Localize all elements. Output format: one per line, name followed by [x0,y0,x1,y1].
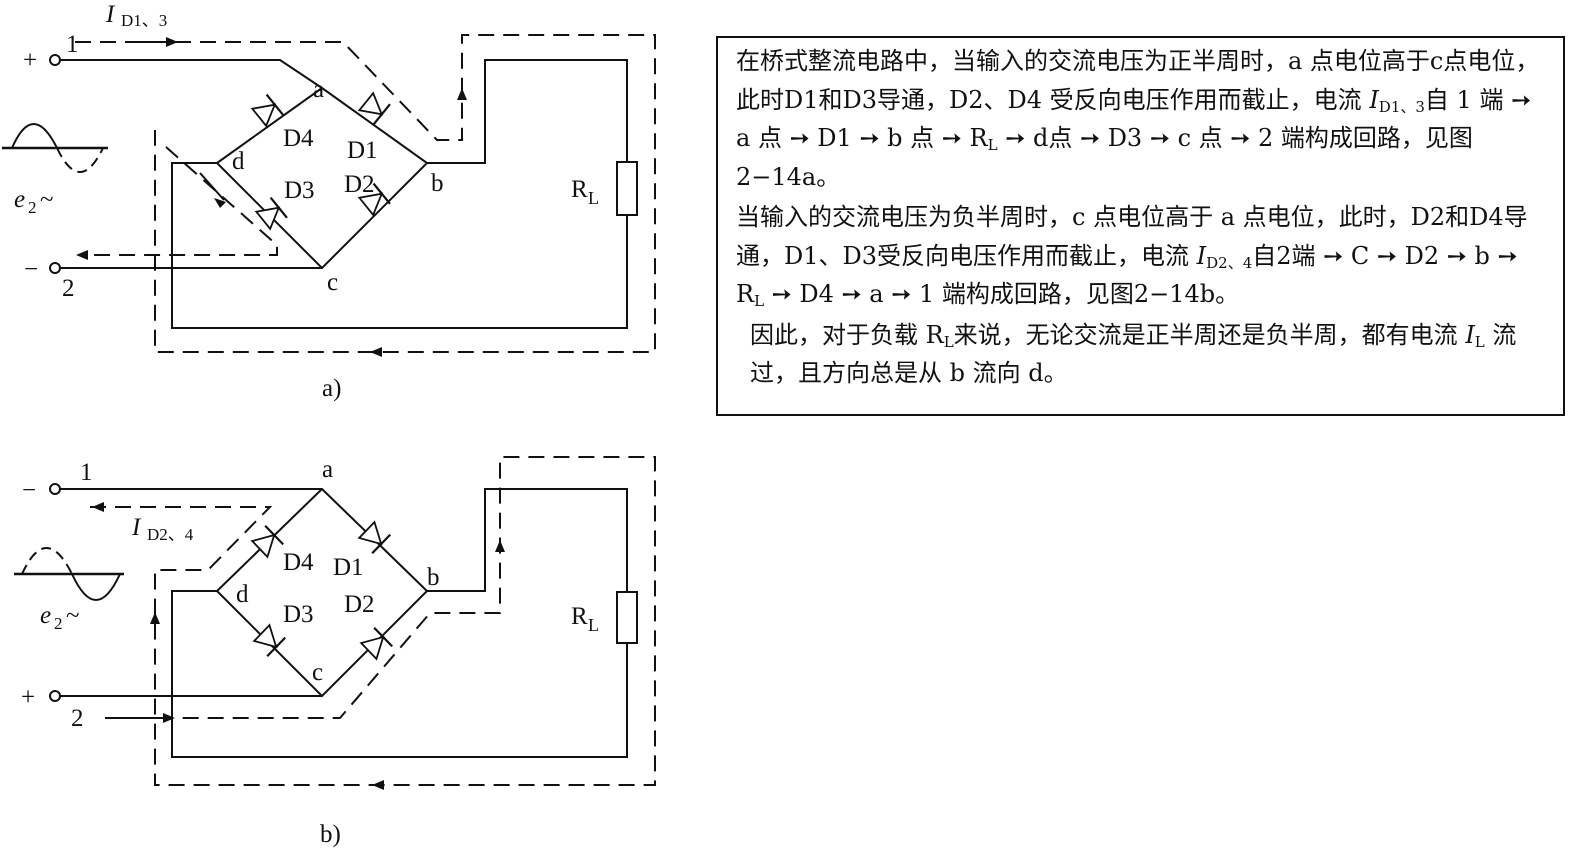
svg-text:2: 2 [71,705,84,732]
sine-source-a [11,123,58,149]
svg-text:a): a) [322,375,341,402]
svg-text:~: ~ [66,602,80,629]
explanation-box: 在桥式整流电路中，当输入的交流电压为正半周时，a 点电位高于c点电位，此时D1和… [716,36,1565,416]
paragraph-positive-half: 在桥式整流电路中，当输入的交流电压为正半周时，a 点电位高于c点电位，此时D1和… [736,47,1540,191]
svg-text:I: I [105,1,116,28]
paragraph-conclusion: 因此，对于负载 RL来说，无论交流是正半周还是负半周，都有电流 IL 流过，且方… [750,320,1517,388]
figure-a-circuit [2,34,656,357]
figure-b-circuit [14,456,656,790]
diode-d4-a [249,93,285,129]
load-resistor-a [616,161,638,216]
svg-text:~: ~ [40,186,54,213]
svg-text:a: a [313,76,324,103]
svg-text:I: I [131,514,142,541]
svg-text:+: + [21,684,35,711]
svg-text:D2: D2 [344,591,375,618]
diode-d3-a [253,196,289,232]
svg-text:D3: D3 [284,177,315,204]
svg-text:c: c [327,269,338,296]
svg-text:b: b [431,170,444,197]
svg-text:D1: D1 [347,137,378,164]
diode-d2-b [358,626,394,662]
figure-a-labels: I D1、3 1 + − 2 e 2 ~ a b c d D1 D2 D3 D4… [14,1,599,402]
paragraph-negative-half: 当输入的交流电压为负半周时，c 点电位高于 a 点电位，此时，D2和D4导通，D… [736,203,1528,310]
svg-text:b: b [427,564,440,591]
sine-source-b [21,547,73,575]
svg-text:R: R [571,603,588,630]
svg-text:D2: D2 [344,171,375,198]
svg-text:D1: D1 [333,554,364,581]
svg-text:D4: D4 [283,549,314,576]
svg-text:D1、3: D1、3 [121,11,167,30]
svg-text:2: 2 [54,614,63,633]
svg-text:+: + [23,47,37,74]
diode-d1-a [356,90,392,126]
svg-text:d: d [232,148,245,175]
svg-text:c: c [312,659,323,686]
svg-text:b): b) [320,821,341,848]
svg-text:1: 1 [80,459,93,486]
svg-text:R: R [571,176,588,203]
svg-text:d: d [236,581,249,608]
svg-text:D3: D3 [283,601,314,628]
diode-d1-b [356,519,392,555]
figure-b-labels: 1 − I D2、4 + 2 e 2 ~ a b c d D1 D2 D3 D4… [21,456,599,848]
svg-text:e: e [14,186,25,213]
svg-text:D2、4: D2、4 [147,525,194,544]
svg-text:L: L [588,615,599,635]
svg-text:2: 2 [28,198,37,217]
svg-text:a: a [322,456,333,483]
svg-text:L: L [588,188,599,208]
svg-text:1: 1 [66,31,79,58]
load-resistor-b [616,591,638,644]
svg-text:e: e [40,602,51,629]
diode-d3-b [251,622,287,658]
svg-text:D4: D4 [283,125,314,152]
svg-text:2: 2 [62,275,75,302]
svg-text:−: − [24,256,38,283]
svg-text:−: − [22,477,36,504]
